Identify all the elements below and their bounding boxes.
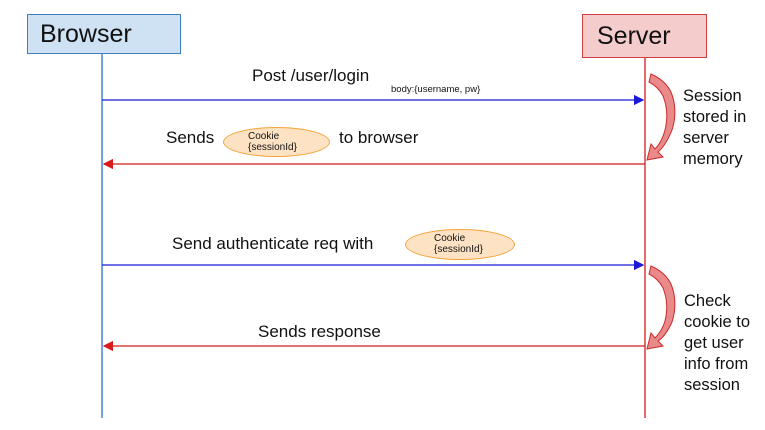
- cookie-badge-1-title: Cookie: [248, 131, 280, 142]
- cookie-badge-1: Cookie {sessionId}: [223, 127, 330, 157]
- check-cookie-note-line: session: [684, 376, 740, 394]
- login-message-body: body:{username, pw}: [391, 84, 481, 95]
- browser-actor-label: Browser: [40, 19, 132, 48]
- check-cookie-note-line: cookie to: [684, 313, 751, 331]
- session-store-note: Session stored in server memory: [683, 86, 746, 170]
- cookie-badge-2: Cookie {sessionId}: [405, 229, 515, 260]
- server-actor-label: Server: [597, 21, 671, 50]
- check-cookie-note-line: info from: [684, 355, 749, 373]
- server-actor: Server: [582, 14, 707, 58]
- session-store-note-line: memory: [683, 150, 743, 168]
- browser-actor: Browser: [27, 14, 181, 54]
- check-cookie-note-line: Check: [684, 292, 731, 310]
- cookie-badge-2-value: {sessionId}: [434, 244, 483, 255]
- auth-request-label: Send authenticate req with: [172, 234, 374, 253]
- response-label: Sends response: [258, 322, 381, 341]
- send-cookie-suffix: to browser: [339, 128, 419, 147]
- cookie-badge-2-title: Cookie: [434, 233, 466, 244]
- session-store-note-line: server: [683, 129, 729, 147]
- send-cookie-prefix: Sends: [166, 128, 215, 147]
- cookie-badge-1-value: {sessionId}: [248, 142, 297, 153]
- login-message-label: Post /user/login: [252, 66, 370, 85]
- check-cookie-curved-arrow-icon: [646, 265, 676, 350]
- session-store-note-line: stored in: [683, 108, 747, 126]
- check-cookie-note: Check cookie to get user info from sessi…: [684, 291, 750, 396]
- session-store-curved-arrow-icon: [646, 73, 676, 161]
- session-store-note-line: Session: [683, 87, 742, 105]
- check-cookie-note-line: get user: [684, 334, 744, 352]
